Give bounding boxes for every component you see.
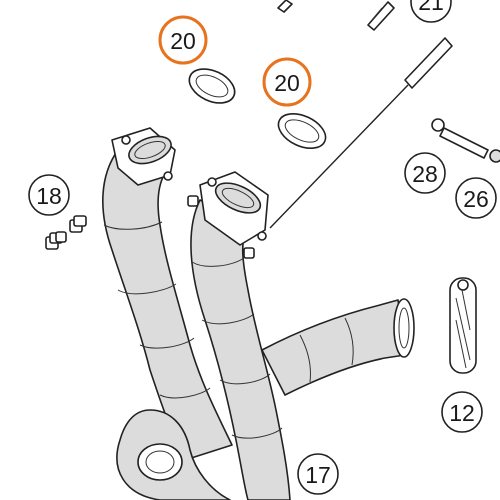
left-header-pipe bbox=[102, 149, 233, 461]
callout-17: 17 bbox=[297, 453, 339, 495]
nut bbox=[187, 195, 199, 207]
gasket-lower bbox=[277, 112, 327, 150]
callout-label: 20 bbox=[274, 70, 300, 96]
callout-ring bbox=[158, 15, 208, 65]
callout-label: 18 bbox=[36, 183, 62, 209]
collector-pipe bbox=[261, 299, 406, 396]
callout-20-upper: 20 bbox=[158, 15, 208, 65]
nut bbox=[69, 215, 87, 233]
callout-ring bbox=[297, 453, 339, 495]
nut-group bbox=[45, 195, 255, 259]
callout-label: 17 bbox=[305, 462, 331, 488]
callout-20-lower: 20 bbox=[262, 57, 312, 107]
long-stud bbox=[269, 37, 453, 229]
bolt-28 bbox=[431, 118, 500, 163]
callout-28: 28 bbox=[404, 152, 446, 194]
callout-18: 18 bbox=[28, 174, 70, 216]
callout-label: 28 bbox=[412, 161, 438, 187]
callout-ring bbox=[410, 0, 452, 23]
callout-label: 12 bbox=[449, 400, 475, 426]
exhaust-header-assembly bbox=[102, 127, 415, 500]
stud-small-top bbox=[277, 0, 293, 13]
callout-label: 26 bbox=[463, 186, 489, 212]
callout-26: 26 bbox=[455, 177, 497, 219]
nut bbox=[243, 247, 255, 259]
callout-ring bbox=[262, 57, 312, 107]
callout-ring bbox=[28, 174, 70, 216]
gasket-upper bbox=[188, 68, 236, 104]
callout-label: 20 bbox=[170, 28, 196, 54]
nut bbox=[55, 231, 67, 243]
callout-ring bbox=[455, 177, 497, 219]
callout-21: 21 bbox=[410, 0, 452, 23]
callout-label: 21 bbox=[418, 0, 444, 15]
right-header-pipe bbox=[190, 199, 291, 500]
callout-ring bbox=[404, 152, 446, 194]
stud-top bbox=[367, 1, 395, 31]
outlet-flange bbox=[393, 298, 415, 358]
callout-ring bbox=[441, 391, 483, 433]
callout-12: 12 bbox=[441, 391, 483, 433]
clamp bbox=[449, 277, 477, 374]
